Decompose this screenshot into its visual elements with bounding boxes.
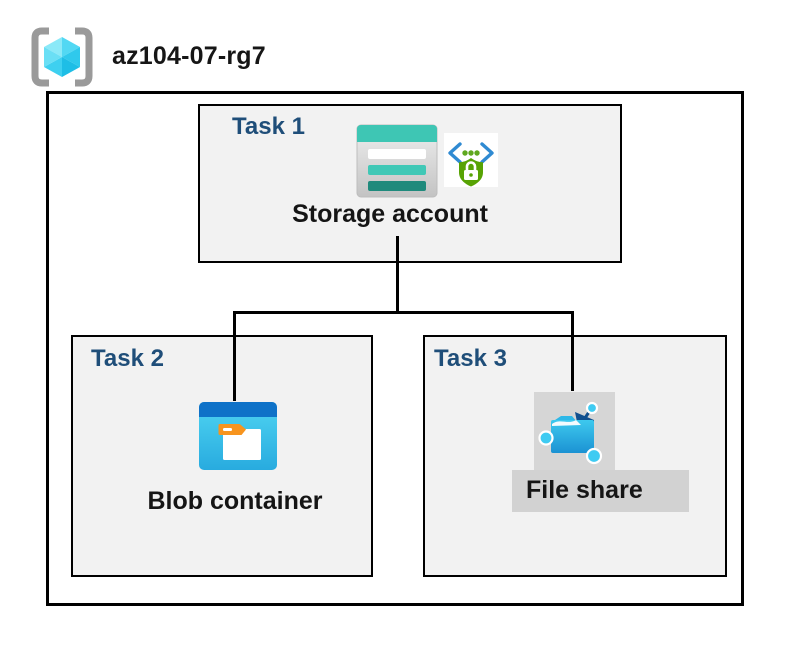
file-share-icon-highlight <box>534 392 615 470</box>
connector-to-blob <box>233 311 236 401</box>
resource-group-icon <box>31 27 93 87</box>
file-share-icon <box>538 401 603 465</box>
storage-account-icon <box>356 124 438 198</box>
task2-box: Task 2 Blob container <box>71 335 373 577</box>
file-share-label: File share <box>526 476 643 504</box>
connector-to-fileshare <box>571 311 574 391</box>
connector-storage-stem <box>396 236 399 313</box>
task2-label: Task 2 <box>91 345 164 372</box>
storage-account-label: Storage account <box>292 200 488 228</box>
secure-code-shield-icon <box>444 133 498 187</box>
resource-group-header: az104-07-rg7 <box>0 0 788 95</box>
task3-label: Task 3 <box>434 345 507 372</box>
task1-box: Task 1 Storage account <box>198 104 622 263</box>
resource-group-name: az104-07-rg7 <box>112 42 266 70</box>
blob-container-icon <box>199 402 277 470</box>
task1-label: Task 1 <box>232 113 305 140</box>
file-share-label-highlight: File share <box>512 470 689 512</box>
connector-horizontal <box>233 311 574 314</box>
blob-container-label: Blob container <box>147 487 323 515</box>
task3-box: Task 3 File share <box>423 335 727 577</box>
